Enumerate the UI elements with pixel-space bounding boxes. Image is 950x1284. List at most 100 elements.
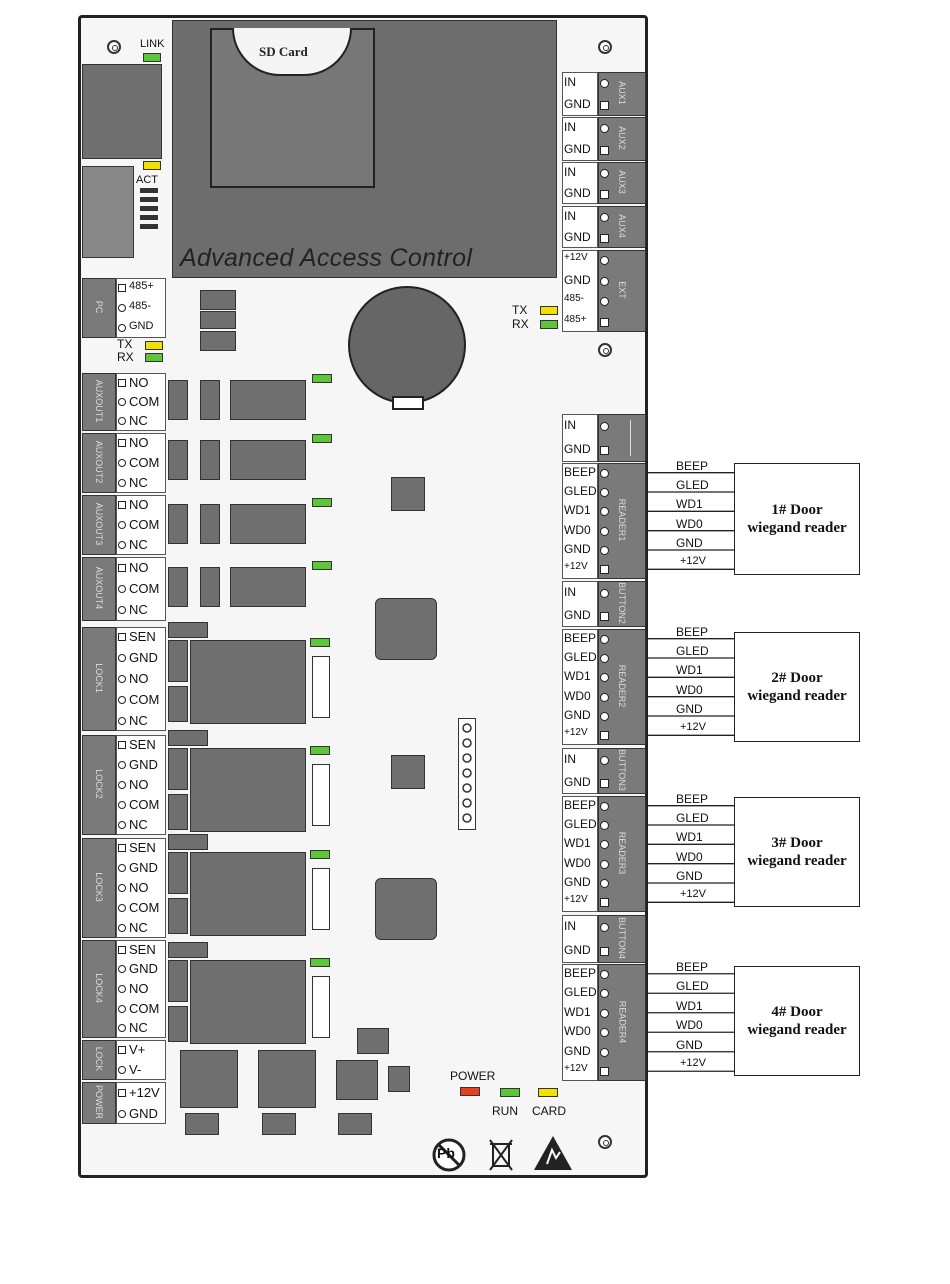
- right-group-reader1-terminal: [562, 463, 598, 579]
- door-3-wire-5-label: +12V: [680, 888, 706, 901]
- right-group-reader3-pin-5-marker: [600, 898, 609, 908]
- right-group-aux2-pin-1: GND: [564, 142, 591, 156]
- bottom-component-1: [180, 1050, 238, 1108]
- left-group-lock4-pin-4: NC: [129, 1020, 148, 1036]
- right-group-button2-terminal: [562, 581, 598, 627]
- board-title: Advanced Access Control: [180, 244, 473, 272]
- ext-rx-led: [540, 320, 558, 329]
- auxout-3-led: [312, 498, 332, 507]
- door-3-wire-4-label: GND: [676, 869, 703, 883]
- auxout-1-diode: [168, 380, 188, 420]
- left-group-lock2-tab: [82, 735, 116, 835]
- right-group-aux2-terminal: [562, 117, 598, 161]
- right-group-reader4-pin-4-marker: [600, 1047, 609, 1057]
- left-group-lock2-pin-3-marker: [118, 801, 126, 809]
- card-led-label: CARD: [532, 1104, 567, 1118]
- left-group-auxout1-pin-1-marker: [118, 398, 126, 406]
- lock-3-fuse: [312, 868, 330, 930]
- power-led-label: POWER: [450, 1069, 496, 1083]
- right-group-reader1-pin-4: GND: [564, 542, 591, 556]
- left-group-lock1-pin-4-marker: [118, 716, 126, 725]
- lock-2-diode: [168, 748, 188, 790]
- right-group-aux2-pin-0-marker: [600, 124, 609, 133]
- right-group-reader2-pin-4: GND: [564, 708, 591, 722]
- right-group-reader2-pin-2: WD1: [564, 669, 591, 684]
- left-group-lock4-tab: [82, 940, 116, 1038]
- right-group-reader2-pin-2-marker: [600, 673, 609, 683]
- right-group-aux3-terminal: [562, 162, 598, 204]
- right-group-reader3-tab: [598, 796, 646, 912]
- left-group-lock4-pin-0-marker: [118, 945, 126, 954]
- right-group-reader4-pin-4: GND: [564, 1043, 591, 1058]
- left-group-lock-pin-0: V+: [129, 1042, 146, 1057]
- lock-2-relay: [190, 748, 306, 832]
- lock-1-led: [310, 638, 330, 647]
- ext-tx-label: TX: [512, 303, 528, 317]
- right-group-reader2-pin-3-marker: [600, 692, 609, 702]
- lock-3-led: [310, 850, 330, 859]
- ethernet-transformer: [82, 166, 134, 258]
- right-group-aux4-pin-1-marker: [600, 233, 609, 243]
- chip-regulator: [391, 477, 425, 511]
- right-group-ext-terminal: [562, 250, 598, 332]
- right-group-button2-pin-1: GND: [564, 607, 591, 622]
- right-group-aux4-pin-0: IN: [564, 208, 576, 223]
- right-group-reader2-terminal: [562, 629, 598, 745]
- left-group-lock-pin-0-marker: [118, 1046, 126, 1054]
- right-group-button1-pin-0-marker: [600, 422, 609, 431]
- left-group-auxout1-pin-2: NC: [129, 413, 148, 429]
- door-2-wire-4-label: GND: [676, 702, 703, 716]
- mounting-hole-bottom-right: [598, 1135, 612, 1149]
- left-group-lock2-pin-2-marker: [118, 781, 126, 789]
- left-group-lock2-pin-4: NC: [129, 817, 148, 832]
- left-group-lock3-pin-0: SEN: [129, 840, 156, 855]
- mounting-hole-top-left: [107, 40, 121, 54]
- right-group-reader4-pin-3-marker: [600, 1028, 609, 1038]
- lock-4-cap: [168, 1006, 188, 1042]
- sd-card-label: SD Card: [259, 44, 308, 59]
- pc-tx-label: TX: [117, 337, 133, 351]
- left-group-lock-pin-1: V-: [129, 1062, 142, 1077]
- left-group-lock1-pin-1-marker: [118, 654, 126, 663]
- bottom-component-2: [258, 1050, 316, 1108]
- mounting-hole-mid-right: [598, 343, 612, 357]
- right-group-reader2-pin-4-marker: [600, 712, 609, 721]
- auxout-4-led: [312, 561, 332, 570]
- left-group-lock4-pin-1: GND: [129, 961, 158, 977]
- right-group-reader4-pin-5: +12V: [564, 1063, 588, 1075]
- door-3-wire-1-label: GLED: [676, 811, 709, 825]
- left-group-auxout2-pin-1-marker: [118, 459, 126, 467]
- auxout-4-relay: [230, 567, 306, 607]
- left-group-auxout4-pin-0: NO: [129, 559, 149, 575]
- battery-icon: [348, 286, 466, 410]
- bottom-ic: [388, 1066, 410, 1092]
- door-2-reader-type: wiegand reader: [747, 688, 847, 704]
- ext-tx-led: [540, 306, 558, 315]
- power-led: [460, 1087, 480, 1096]
- left-group-lock1-pin-2-marker: [118, 675, 126, 683]
- left-group-lock2-pin-0-marker: [118, 741, 126, 749]
- left-group-lock1-pin-3-marker: [118, 695, 126, 704]
- left-group-lock-pin-1-marker: [118, 1066, 126, 1074]
- left-group-auxout4-pin-1: COM: [129, 581, 160, 596]
- left-group-lock3-pin-4-marker: [118, 924, 126, 932]
- right-group-reader2-tab: [598, 629, 646, 745]
- left-group-auxout2-pin-0-marker: [118, 439, 126, 447]
- pc-tx-led: [145, 341, 163, 350]
- left-group-auxout1-pin-2-marker: [118, 417, 126, 426]
- auxout-3-relay: [230, 504, 306, 544]
- run-led: [500, 1088, 520, 1097]
- left-group-power-tab: [82, 1082, 116, 1124]
- left-group-lock3-pin-2: NO: [129, 880, 149, 895]
- right-group-ext-pin-1-marker: [600, 276, 609, 286]
- lock-2-cap: [168, 794, 188, 830]
- left-group-auxout2-pin-0: NO: [129, 435, 149, 450]
- door-4-wire-2-label: WD1: [676, 998, 703, 1013]
- auxout-3-diode: [168, 504, 188, 544]
- left-group-pc-pin-1: 485-: [129, 300, 152, 312]
- link-label: LINK: [140, 38, 165, 50]
- lock-2-component-top: [168, 730, 208, 746]
- left-group-auxout4-pin-2-marker: [118, 606, 126, 615]
